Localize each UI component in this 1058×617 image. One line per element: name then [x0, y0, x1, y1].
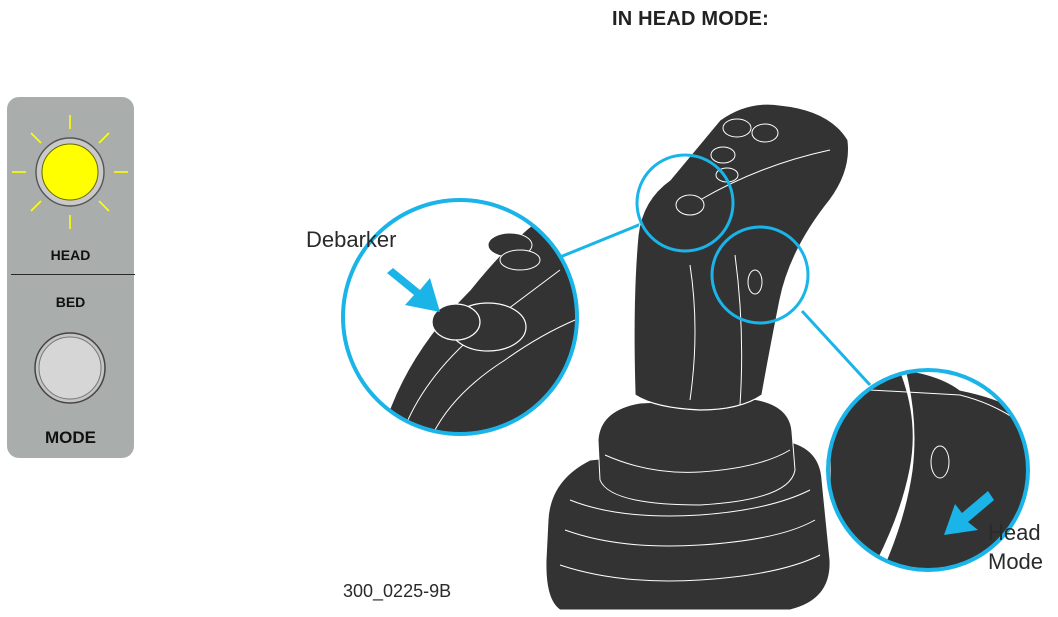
mode-panel: HEAD BED MODE [7, 97, 135, 458]
panel-divider [11, 274, 135, 275]
joystick-base [545, 397, 831, 611]
head-mode-callout-line1: Head [988, 520, 1041, 545]
bed-label: BED [55, 294, 86, 310]
debarker-callout: Debarker [306, 227, 397, 252]
mode-label: MODE [45, 428, 96, 447]
head-mode-magnified-view [828, 370, 1028, 570]
diagram-title: IN HEAD MODE: [612, 8, 770, 30]
figure-code: 300_0225-9B [343, 581, 452, 601]
head-indicator-light [12, 115, 128, 229]
head-label: HEAD [50, 247, 91, 263]
mode-button[interactable] [7, 97, 134, 417]
joystick-handle [633, 103, 850, 411]
head-mode-highlight-circle [710, 225, 810, 325]
head-mode-magnifier-ring [826, 368, 1030, 572]
head-mode-arrow-icon [944, 491, 994, 535]
debarker-arrow-icon [387, 268, 440, 312]
debarker-magnified-view [343, 200, 577, 434]
debarker-magnifier-ring [341, 198, 579, 436]
debarker-highlight-circle [635, 153, 735, 253]
head-mode-callout-line2: Mode [988, 549, 1044, 574]
